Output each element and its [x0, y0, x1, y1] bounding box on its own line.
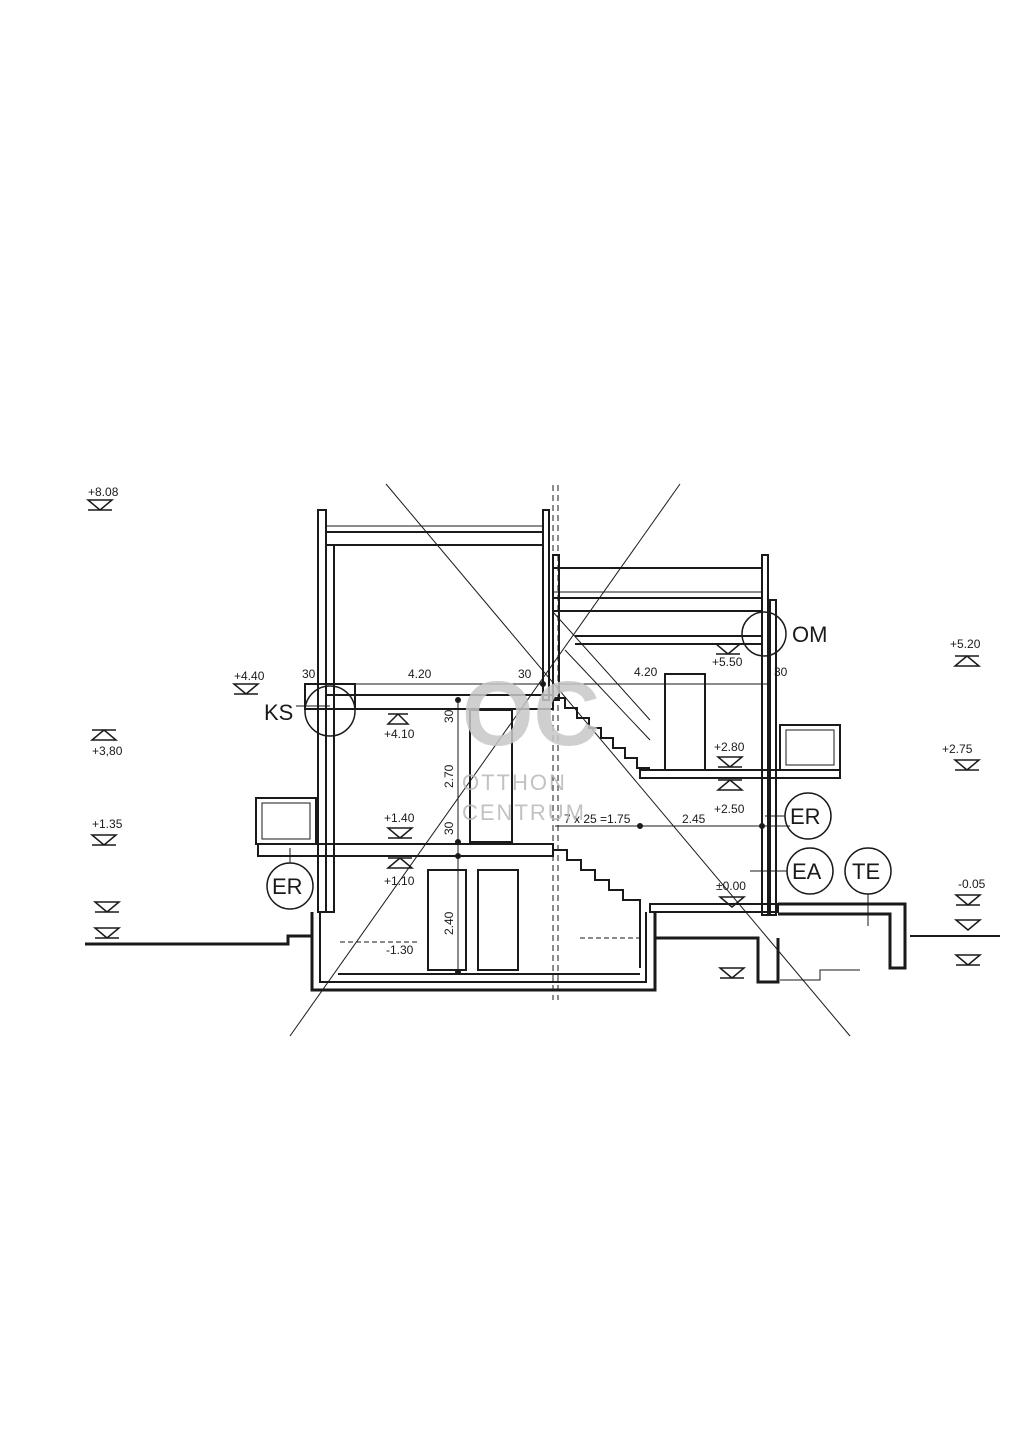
level-mark: +2.75 — [942, 742, 973, 756]
roof-slabs — [325, 525, 763, 645]
dim-height-upper: 2.70 — [442, 764, 456, 788]
level-mark: +5.50 — [712, 655, 743, 669]
tag-label: OM — [792, 622, 827, 647]
ground-line — [85, 934, 1000, 981]
dim-wall: 30 — [518, 667, 532, 681]
dim-width-right: 4.20 — [634, 665, 658, 679]
watermark-logo: OC — [462, 663, 600, 765]
tag-label: KS — [264, 700, 293, 725]
balconies — [255, 724, 841, 845]
level-mark: +2.50 — [714, 802, 745, 816]
level-markers-interior: +4.10 +5.50 +2.80 +2.50 +1.40 +1.10 ±0.0… — [340, 643, 746, 957]
level-markers-right: +5.20 +2.75 -0.05 — [717, 637, 986, 979]
level-mark: +3,80 — [92, 744, 123, 758]
tag-label: ER — [790, 804, 821, 829]
doors — [427, 673, 706, 971]
dim-slab: 30 — [442, 709, 456, 723]
watermark-line2: CENTRUM — [462, 800, 586, 825]
level-mark: +1.35 — [92, 817, 123, 831]
level-mark: +1.10 — [384, 874, 415, 888]
watermark: OC OTTHON CENTRUM — [462, 663, 600, 825]
level-mark: ±0.00 — [716, 879, 746, 893]
construction-lines — [289, 483, 851, 1037]
level-mark: +2.80 — [714, 740, 745, 754]
tag-label: ER — [272, 874, 303, 899]
level-mark: +4.40 — [234, 669, 265, 683]
dim-width-left: 4.20 — [408, 667, 432, 681]
level-mark: -0.05 — [958, 877, 986, 891]
dim-slab: 30 — [442, 821, 456, 835]
section-tags: KS OM ER ER EA TE — [264, 611, 892, 926]
dimensions: 4.20 4.20 30 30 30 7 x 25 =1.75 2.45 2.7… — [302, 665, 790, 975]
level-mark: +8.08 — [88, 485, 119, 499]
tag-label: EA — [792, 859, 822, 884]
dim-wall: 30 — [302, 667, 316, 681]
level-mark: +1.40 — [384, 811, 415, 825]
level-markers-left: +8.08 +4.40 +3,80 +1.35 — [85, 485, 265, 939]
level-mark: -1.30 — [386, 943, 414, 957]
dim-wall: 30 — [774, 665, 788, 679]
watermark-line1: OTTHON — [462, 770, 567, 795]
stairs — [552, 611, 651, 968]
tag-label: TE — [852, 859, 880, 884]
basement-outline — [310, 902, 907, 992]
dim-stair: 7 x 25 =1.75 — [564, 812, 631, 826]
dim-height-lower: 2.40 — [442, 911, 456, 935]
level-mark: +5.20 — [950, 637, 981, 651]
dim-run: 2.45 — [682, 812, 706, 826]
level-mark: +4.10 — [384, 727, 415, 741]
